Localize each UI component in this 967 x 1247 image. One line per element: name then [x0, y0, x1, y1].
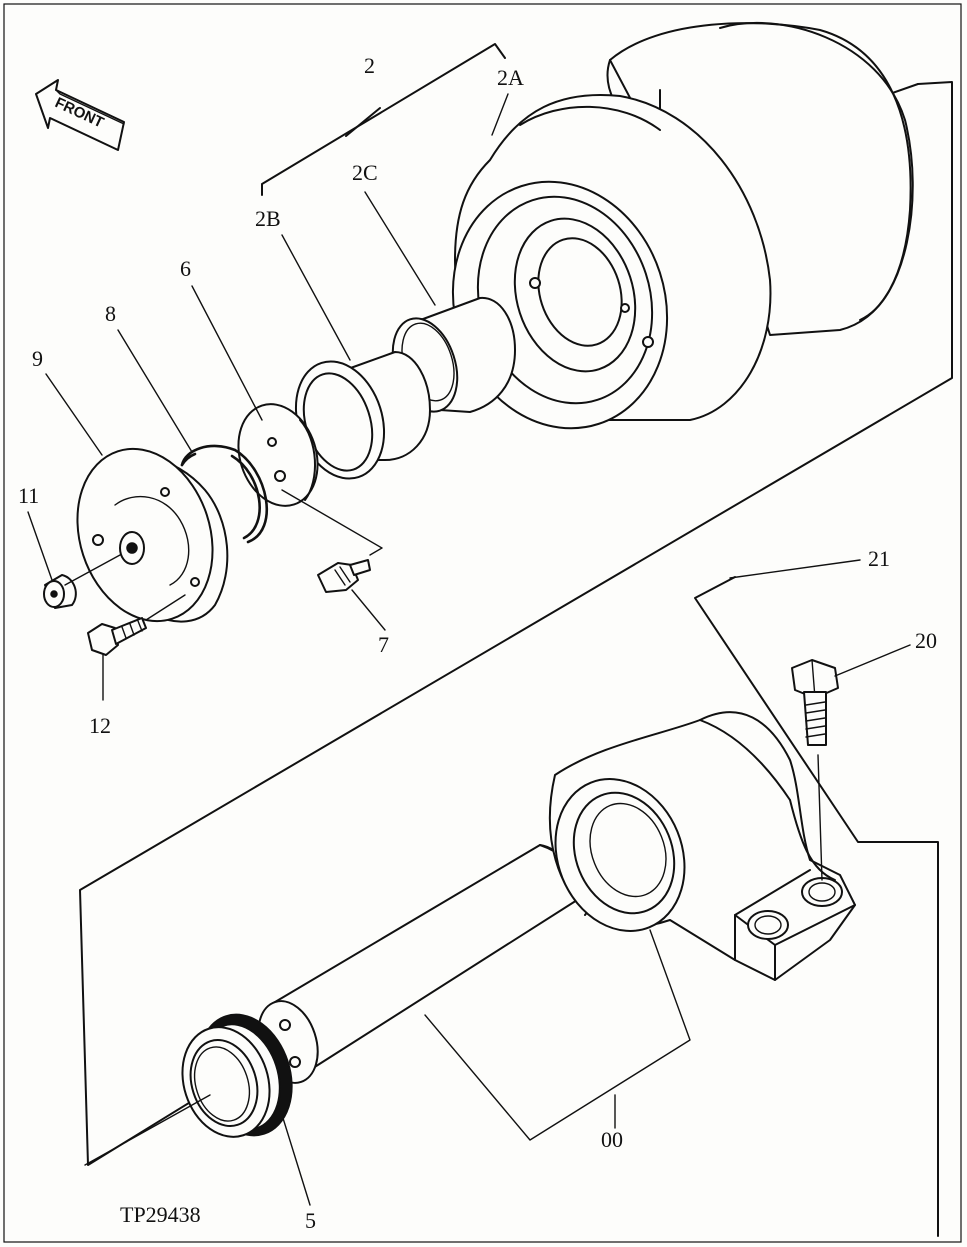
callout-9: 9 — [32, 346, 43, 371]
callout-21: 21 — [868, 546, 890, 571]
callout-2c: 2C — [352, 160, 378, 185]
plug-11 — [43, 554, 121, 609]
callout-2a: 2A — [497, 65, 524, 90]
front-arrow-icon: FRONT — [35, 79, 125, 151]
callout-00: 00 — [601, 1127, 623, 1152]
roller-2a — [451, 21, 914, 430]
front-label: FRONT — [52, 94, 106, 131]
bracket-housing — [548, 711, 856, 981]
callout-2: 2 — [364, 53, 375, 78]
bracket-2 — [261, 43, 506, 196]
callout-8: 8 — [105, 301, 116, 326]
bushing-2b — [294, 351, 431, 480]
page-border — [3, 3, 962, 1243]
callout-20: 20 — [915, 628, 937, 653]
leader-lines — [27, 93, 911, 1206]
washer-6 — [237, 403, 319, 507]
shaft-00 — [257, 844, 590, 1084]
callout-2b: 2B — [255, 206, 281, 231]
cover-plate-9 — [76, 447, 229, 623]
callout-11: 11 — [18, 483, 39, 508]
bracket-frame — [694, 576, 939, 1237]
callout-7: 7 — [378, 632, 389, 657]
callout-6: 6 — [180, 256, 191, 281]
set-screw-7 — [281, 489, 383, 593]
cap-screw-12 — [87, 594, 186, 656]
drawing-id: TP29438 — [120, 1202, 201, 1227]
seal-5 — [181, 1013, 293, 1138]
callout-12: 12 — [89, 713, 111, 738]
callout-5: 5 — [305, 1208, 316, 1233]
bolt-20 — [791, 659, 839, 881]
bracket-2-stem — [345, 107, 381, 137]
